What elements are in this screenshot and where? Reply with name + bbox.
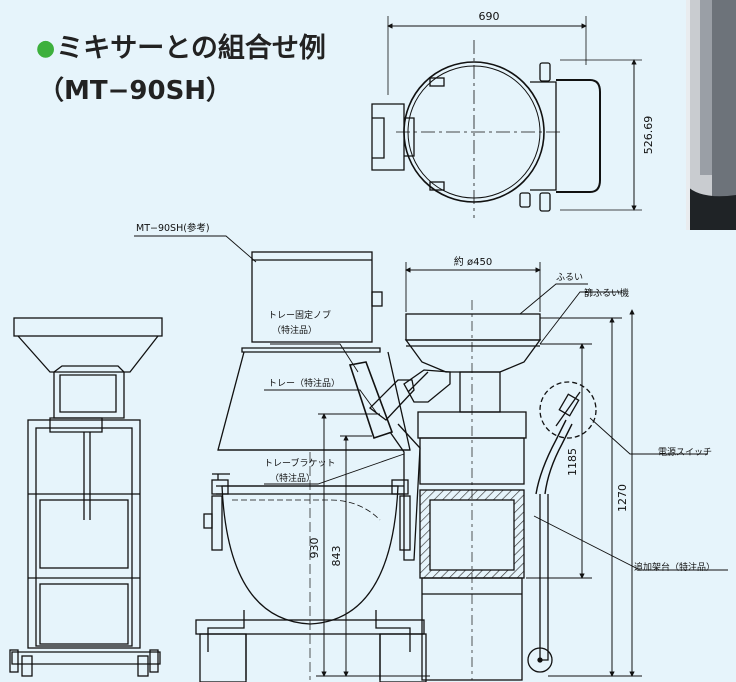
label-tray-bracket-note: （特注品） [270, 472, 315, 484]
dimension-lines [316, 262, 642, 677]
label-sieve-machine: 篩ふるい機 [584, 287, 629, 299]
dim-1185: 1185 [566, 448, 579, 476]
label-tray-knob: トレー固定ノブ [268, 309, 331, 321]
top-view [371, 16, 642, 218]
dim-843: 843 [330, 546, 343, 567]
label-tray-knob-note: （特注品） [272, 324, 317, 336]
front-view-mixer [195, 251, 427, 682]
heading-text-1: ミキサーとの組合せ例 [56, 33, 326, 64]
drawing-labels: 690 526.69 約 ø450 930 843 1185 1270 MT−9… [136, 10, 715, 573]
heading-line-2: （MT−90SH） [38, 76, 233, 106]
label-power-switch: 電源スイッチ [658, 447, 712, 458]
dim-hopper-diameter: 約 ø450 [454, 255, 492, 268]
side-view-left [9, 317, 163, 677]
label-mixer-ref: MT−90SH(参考) [136, 222, 210, 234]
product-photo [686, 0, 736, 230]
bullet-icon: ● [36, 36, 56, 61]
heading-line-1: ●ミキサーとの組合せ例 [36, 26, 326, 65]
side-view-sieve [403, 300, 597, 681]
dim-930: 930 [308, 538, 321, 559]
label-sieve: ふるい [556, 272, 583, 283]
label-tray: トレー（特注品） [268, 377, 340, 389]
callout-leaders [134, 235, 728, 571]
dim-top-depth: 526.69 [642, 116, 655, 155]
label-extra-stand: 追加架台（特注品） [634, 561, 715, 573]
label-tray-bracket: トレーブラケット [264, 457, 335, 469]
dim-1270: 1270 [616, 484, 629, 512]
dim-top-width: 690 [479, 10, 500, 23]
